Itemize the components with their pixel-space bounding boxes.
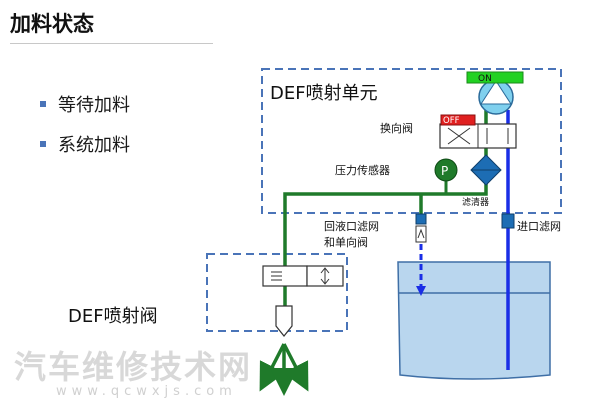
def-unit-frame bbox=[261, 68, 562, 214]
title-divider bbox=[10, 43, 213, 44]
bullet-text: 等待加料 bbox=[58, 95, 130, 116]
bullet-text: 系统加料 bbox=[58, 135, 130, 156]
off-tag-text: OFF bbox=[443, 116, 460, 126]
on-tag-text: ON bbox=[478, 74, 492, 84]
injector-frame bbox=[206, 253, 348, 332]
injector-label: DEF喷射阀 bbox=[68, 306, 158, 327]
valve-label: 换向阀 bbox=[380, 121, 413, 135]
spray-arrow-right-icon bbox=[282, 343, 309, 392]
filter-label: 滤清器 bbox=[462, 196, 489, 208]
spray-arrow-left-icon bbox=[259, 343, 286, 392]
pump-triangle-icon bbox=[480, 80, 512, 105]
return-arrow-icon bbox=[416, 286, 426, 296]
bullet-item-waiting: 等待加料 bbox=[40, 92, 130, 116]
sensor-label: 压力传感器 bbox=[335, 164, 390, 177]
watermark: 汽车维修技术网 bbox=[14, 348, 252, 386]
return-filter-label-line1: 回液口滤网 bbox=[324, 219, 379, 233]
unit-title: DEF喷射单元 bbox=[270, 83, 378, 104]
injector-valve-body bbox=[262, 265, 308, 287]
sensor-letter: P bbox=[441, 164, 448, 178]
on-tag bbox=[466, 71, 524, 84]
bullet-item-system-fill: 系统加料 bbox=[40, 132, 130, 156]
pressure-line bbox=[283, 110, 488, 312]
bullet-list: 等待加料 系统加料 bbox=[40, 92, 130, 172]
return-filter-icon bbox=[415, 213, 427, 225]
slide-title: 加料状态 bbox=[10, 12, 94, 36]
def-tank bbox=[397, 261, 551, 380]
injector-nozzle-icon bbox=[275, 305, 293, 337]
return-filter-label-line2: 和单向阀 bbox=[324, 235, 368, 249]
pressure-sensor-icon bbox=[434, 158, 458, 182]
off-tag bbox=[440, 114, 476, 126]
bullet-square-icon bbox=[40, 141, 46, 147]
watermark-url: www.qcwxjs.com bbox=[56, 384, 237, 399]
check-valve-icon bbox=[415, 225, 427, 243]
inlet-filter-icon bbox=[501, 213, 515, 229]
bullet-square-icon bbox=[40, 101, 46, 107]
inlet-filter-label: 进口滤网 bbox=[517, 220, 561, 233]
